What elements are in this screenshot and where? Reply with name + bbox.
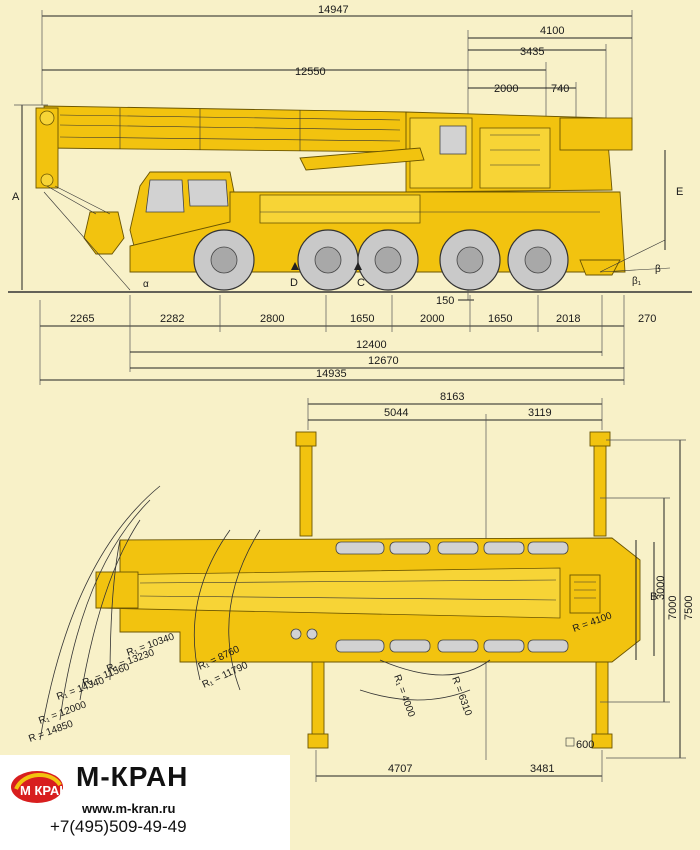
dim-4707: 4707 [388,763,412,775]
dim-7500: 7500 [683,596,695,620]
dim-4100: 4100 [540,25,564,37]
dim-2265: 2265 [70,313,94,325]
boom-head [35,107,59,189]
side-wheels [193,229,569,291]
dim-8163: 8163 [440,391,464,403]
dim-1650-b: 1650 [488,313,512,325]
dim-7000: 7000 [667,596,679,620]
hook-block [83,211,125,255]
logo-text: М КРАН [20,783,66,798]
dim-2282: 2282 [160,313,184,325]
luffing-cylinder [299,147,425,171]
radius-label: R = 6310 [449,675,473,718]
dim-150: 150 [436,295,454,307]
outrigger-front-left [299,435,313,537]
dim-270: 270 [638,313,656,325]
label-A: A [12,191,20,203]
label-beta: β [655,264,661,275]
dim-5044: 5044 [384,407,408,419]
boom [43,105,411,153]
dim-3119: 3119 [528,407,552,419]
dim-3481: 3481 [530,763,554,775]
dim-3000: 3000 [655,576,667,600]
label-E: E [676,186,683,198]
dim-12550: 12550 [295,66,326,78]
brand-name: М-КРАН [76,761,189,792]
label-C: C [357,277,365,289]
dim-2800: 2800 [260,313,284,325]
dim-12400: 12400 [356,339,387,351]
side-view: 14947 4100 3435 12550 2000 740 A E [8,4,692,385]
outrigger-rear-left [593,435,607,537]
label-alpha: α [143,279,149,290]
label-beta1: β₁ [632,276,642,287]
dim-2000: 2000 [420,313,444,325]
phone-number[interactable]: +7(495)509-49-49 [50,817,187,836]
dim-1650-a: 1650 [350,313,374,325]
dim-2018: 2018 [556,313,580,325]
dim-14935: 14935 [316,368,347,380]
dim-14947: 14947 [318,4,349,16]
top-view: 8163 5044 3119 [27,391,695,782]
dim-12670: 12670 [368,355,399,367]
dim-2000-top: 2000 [494,83,518,95]
brand-block: М КРАН М-КРАН www.m-kran.ru +7(495)509-4… [0,755,290,850]
dim-3435: 3435 [520,46,544,58]
dim-600: 600 [576,739,594,751]
m-kran-logo: М КРАН [11,771,66,803]
radius-label: R₁ = 4000 [391,673,417,719]
dim-740: 740 [551,83,569,95]
top-wheels [335,541,569,653]
label-D: D [290,277,298,289]
website-link[interactable]: www.m-kran.ru [82,801,176,816]
